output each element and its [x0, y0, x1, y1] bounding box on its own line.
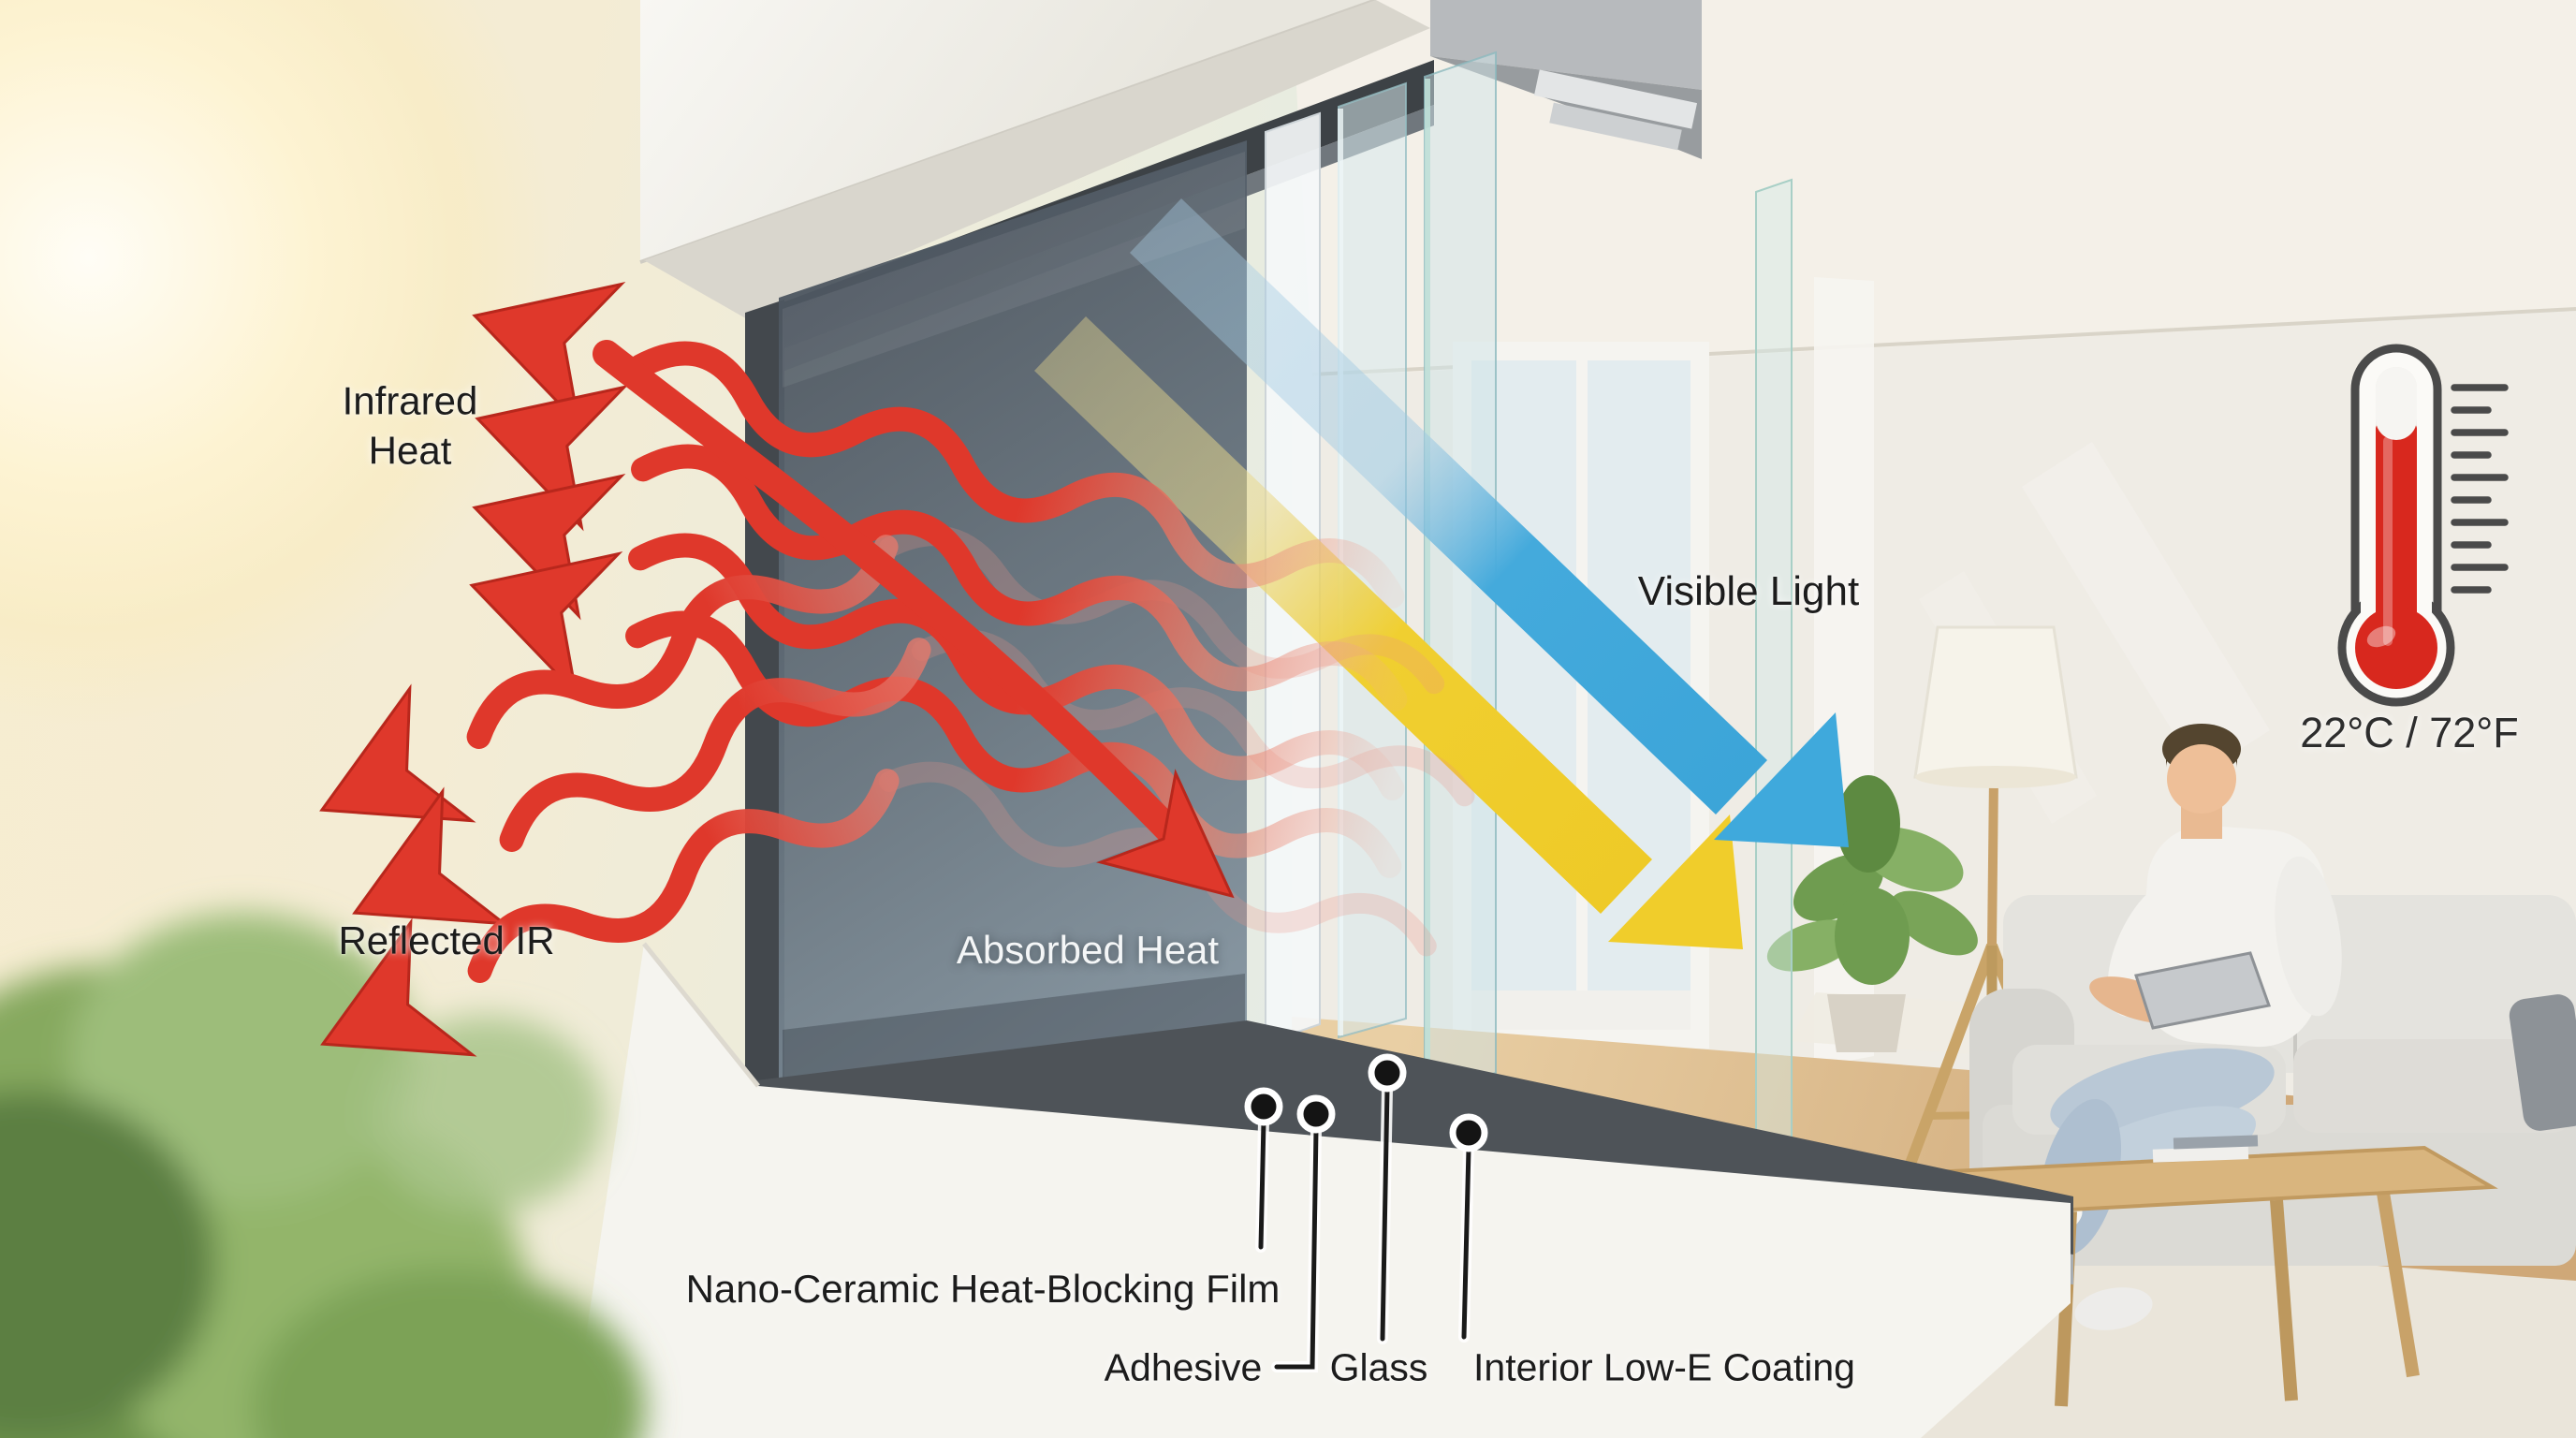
- visible-light-arrow: [1130, 198, 1849, 847]
- infrared-heat-line2: Heat: [368, 428, 452, 472]
- sunlight-beam: [1034, 316, 1743, 949]
- film-layer-label: Nano-Ceramic Heat-Blocking Film: [685, 1267, 1281, 1311]
- glass-layer-label: Glass: [1329, 1345, 1428, 1389]
- infrared-heat-label: Infrared Heat: [343, 377, 478, 476]
- infrared-heat-line1: Infrared: [342, 378, 478, 423]
- adhesive-layer-label: Adhesive: [1104, 1345, 1263, 1389]
- film-dot: [1244, 1087, 1283, 1126]
- lower-wall-cut-face: [571, 944, 2071, 1438]
- throw-pillow: [2509, 994, 2576, 1131]
- lintel-soffit: [644, 0, 1430, 320]
- inner-pane-edge: [1755, 178, 1793, 1167]
- leader-lines: [1244, 1053, 1488, 1372]
- adhesive-dot: [1296, 1094, 1336, 1134]
- reflected-ir-label: Reflected IR: [338, 918, 555, 962]
- low-e-dot: [1449, 1113, 1488, 1152]
- absorbed-heat-arrow: [593, 340, 1235, 899]
- potted-plant: [1766, 775, 1978, 1052]
- temperature-reading: 22°C / 72°F: [2300, 709, 2519, 756]
- low-e-layer-label: Interior Low-E Coating: [1473, 1345, 1855, 1389]
- thermometer-icon: [2337, 344, 2509, 707]
- visible-light-label: Visible Light: [1637, 568, 1860, 614]
- foliage: [0, 913, 646, 1438]
- absorbed-heat-label: Absorbed Heat: [956, 928, 1220, 972]
- glass-dot: [1368, 1053, 1407, 1093]
- laptop: [2134, 951, 2272, 1030]
- head-beam: [1430, 0, 1702, 159]
- books: [2152, 1146, 2249, 1163]
- thermometer-scale: [2451, 384, 2509, 594]
